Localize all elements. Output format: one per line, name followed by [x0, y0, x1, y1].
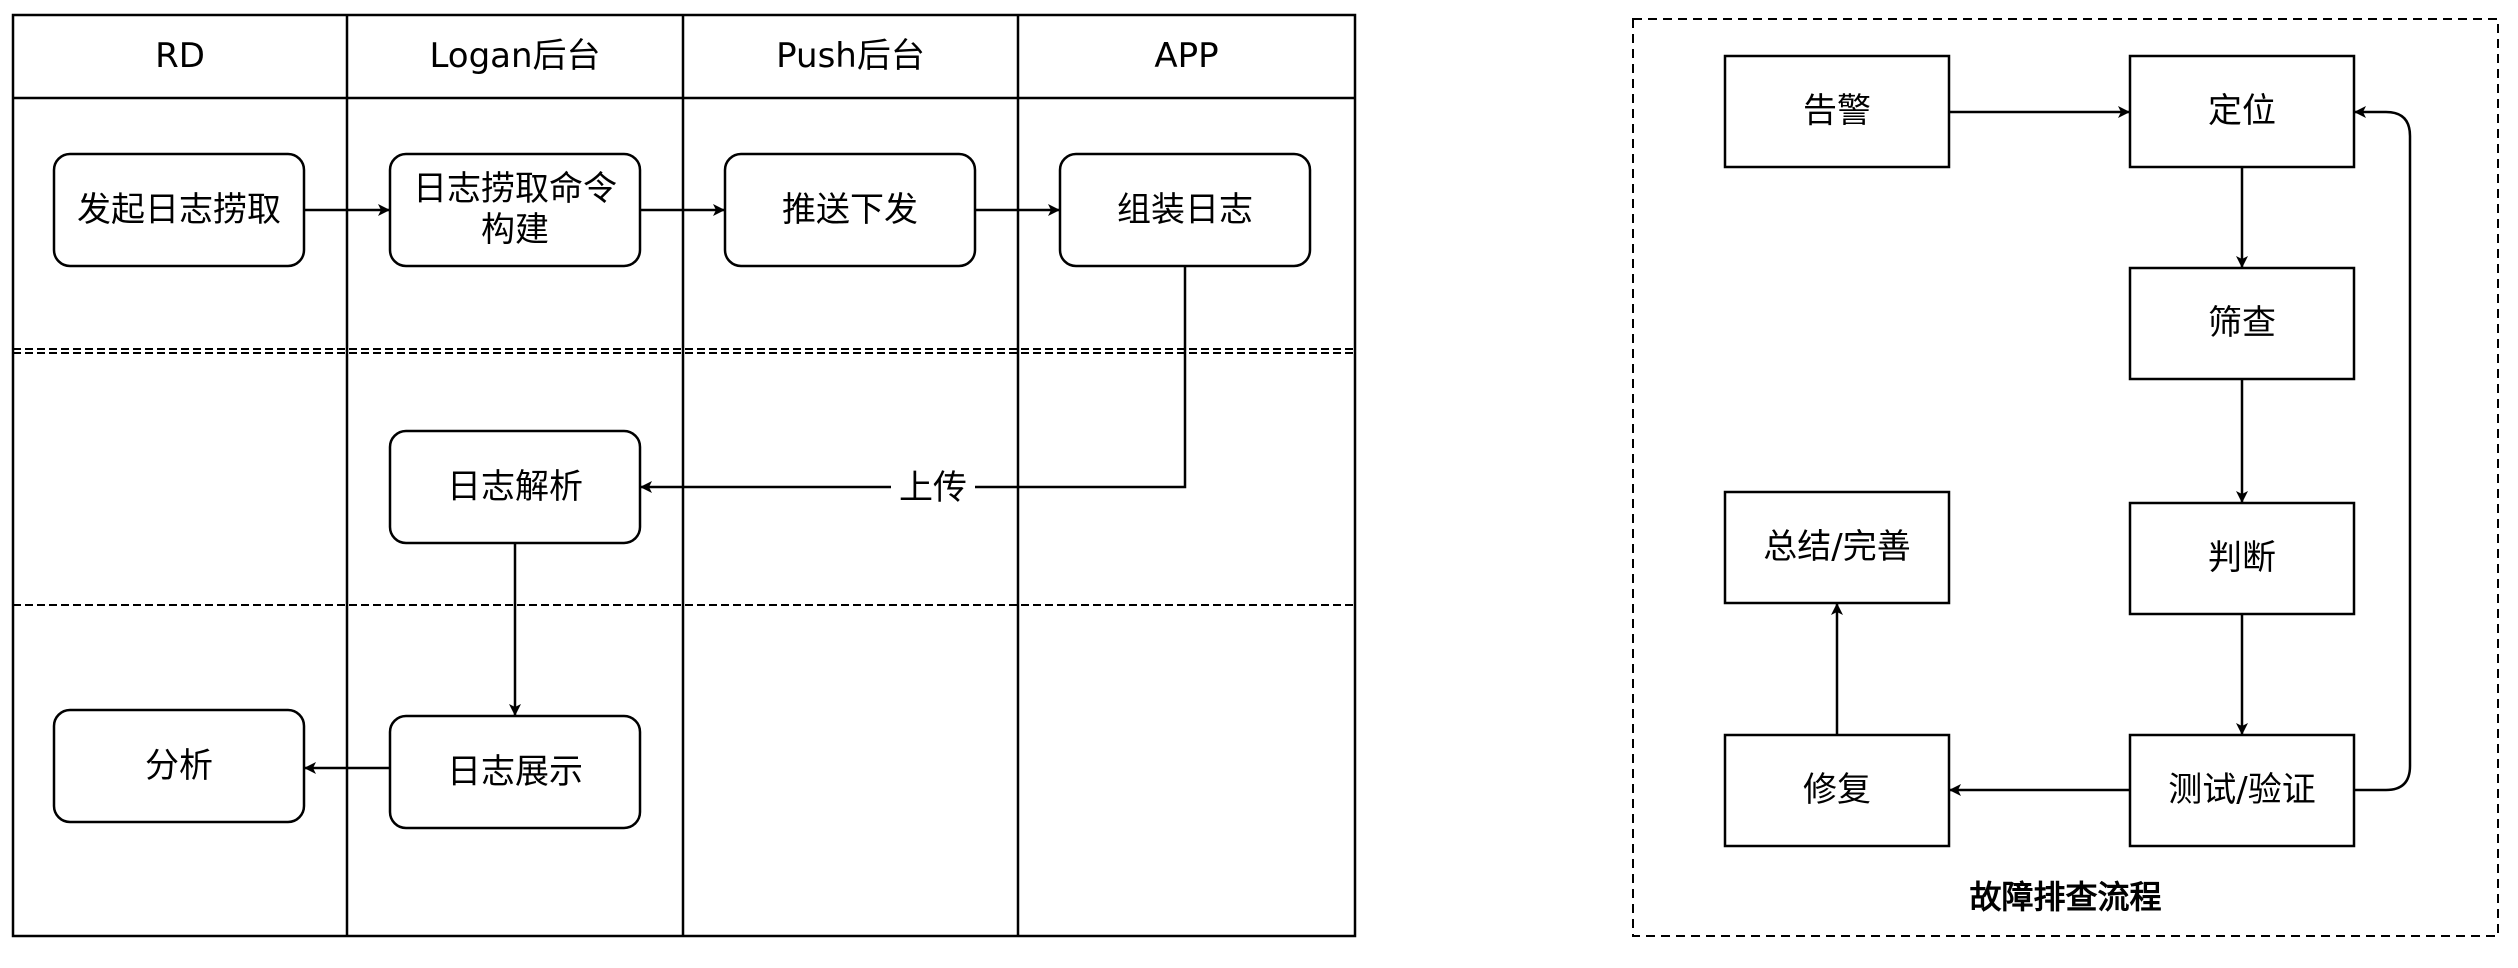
edge-test-to-locate [2354, 106, 2412, 792]
troubleshooting-diagram [1632, 18, 2499, 937]
flow-frame [1632, 18, 2499, 937]
node-analyze [52, 708, 306, 824]
node-screen [2128, 266, 2356, 381]
node-locate [2128, 54, 2356, 169]
node-push-down [723, 152, 977, 268]
node-parse [388, 429, 642, 545]
node-judge [2128, 501, 2356, 616]
node-alert [1723, 54, 1951, 169]
swimlane-diagram [11, 13, 1357, 938]
node-build-cmd [388, 152, 642, 268]
node-fix [1723, 733, 1951, 848]
node-summary [1723, 490, 1951, 605]
edge-assemble-to-parse [640, 266, 1187, 493]
node-start-fetch [52, 152, 306, 268]
node-assemble [1058, 152, 1312, 268]
node-display [388, 714, 642, 830]
node-test [2128, 733, 2356, 848]
